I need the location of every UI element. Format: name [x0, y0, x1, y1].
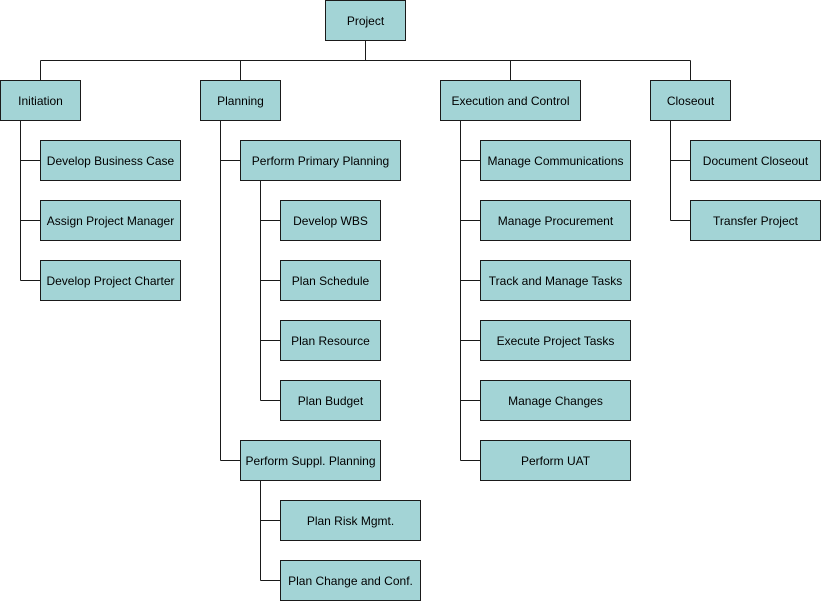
node-transfer-project: Transfer Project — [690, 200, 821, 241]
connector-initiation — [20, 120, 40, 281]
node-plan-resource: Plan Resource — [280, 320, 381, 361]
node-execute-project-tasks: Execute Project Tasks — [480, 320, 631, 361]
node-plan-budget: Plan Budget — [280, 380, 381, 421]
node-project: Project — [325, 0, 406, 41]
node-perform-primary-planning: Perform Primary Planning — [240, 140, 401, 181]
node-document-closeout: Document Closeout — [690, 140, 821, 181]
node-assign-project-manager: Assign Project Manager — [40, 200, 181, 241]
node-track-and-manage-tasks: Track and Manage Tasks — [480, 260, 631, 301]
connector-root — [40, 40, 691, 80]
connector-closeout — [670, 120, 690, 221]
node-manage-changes: Manage Changes — [480, 380, 631, 421]
node-initiation: Initiation — [0, 80, 81, 121]
node-plan-change-and-conf: Plan Change and Conf. — [280, 560, 421, 601]
node-develop-wbs: Develop WBS — [280, 200, 381, 241]
connector-planning — [220, 120, 240, 461]
node-planning: Planning — [200, 80, 281, 121]
node-perform-suppl-planning: Perform Suppl. Planning — [240, 440, 381, 481]
connector-suppl-planning — [260, 480, 280, 581]
node-closeout: Closeout — [650, 80, 731, 121]
node-plan-schedule: Plan Schedule — [280, 260, 381, 301]
connector-execution — [460, 120, 480, 461]
node-execution-and-control: Execution and Control — [440, 80, 581, 121]
node-perform-uat: Perform UAT — [480, 440, 631, 481]
node-plan-risk-mgmt: Plan Risk Mgmt. — [280, 500, 421, 541]
node-develop-business-case: Develop Business Case — [40, 140, 181, 181]
node-manage-communications: Manage Communications — [480, 140, 631, 181]
node-develop-project-charter: Develop Project Charter — [40, 260, 181, 301]
connector-primary-planning — [260, 180, 280, 401]
node-manage-procurement: Manage Procurement — [480, 200, 631, 241]
